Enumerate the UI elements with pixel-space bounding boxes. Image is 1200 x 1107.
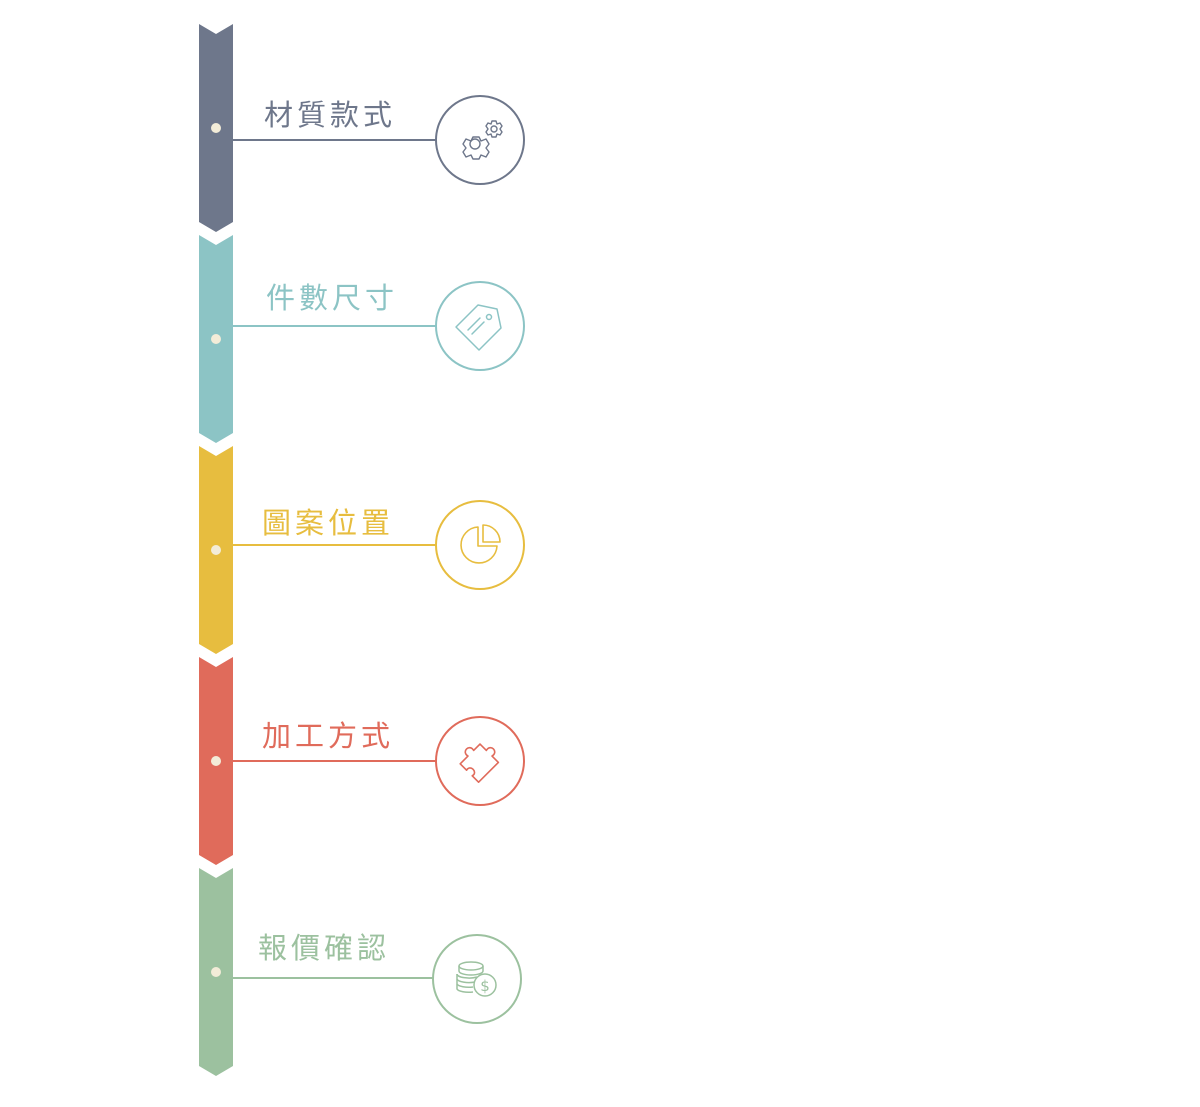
step-2-label: 件數尺寸 xyxy=(266,281,398,315)
coins-dollar-icon: $ xyxy=(456,961,497,997)
step-5-icon-circle: $ xyxy=(432,934,522,1024)
step-3: 圖案位置 xyxy=(199,446,525,654)
step-3-dot xyxy=(211,545,221,555)
step-2-icon-circle xyxy=(435,281,525,371)
step-2-dot xyxy=(211,334,221,344)
step-1: 材質款式 xyxy=(199,24,525,232)
step-2: 件數尺寸 xyxy=(199,235,525,443)
step-4-dot xyxy=(211,756,221,766)
step-5: 報價確認 $ xyxy=(199,868,522,1076)
dollar-sign: $ xyxy=(480,977,490,995)
step-1-icon-circle xyxy=(435,95,525,185)
step-4-icon-circle xyxy=(435,716,525,806)
step-1-dot xyxy=(211,123,221,133)
price-tag-icon xyxy=(455,304,502,351)
step-3-icon-circle xyxy=(435,500,525,590)
pie-chart-icon xyxy=(460,524,501,564)
puzzle-piece-icon xyxy=(459,743,500,784)
step-5-dot xyxy=(211,967,221,977)
step-3-label: 圖案位置 xyxy=(262,506,394,540)
gears-icon xyxy=(462,120,503,160)
step-5-label: 報價確認 xyxy=(258,931,390,965)
step-1-label: 材質款式 xyxy=(264,98,396,132)
step-4: 加工方式 xyxy=(199,657,525,865)
step-4-label: 加工方式 xyxy=(262,719,394,753)
